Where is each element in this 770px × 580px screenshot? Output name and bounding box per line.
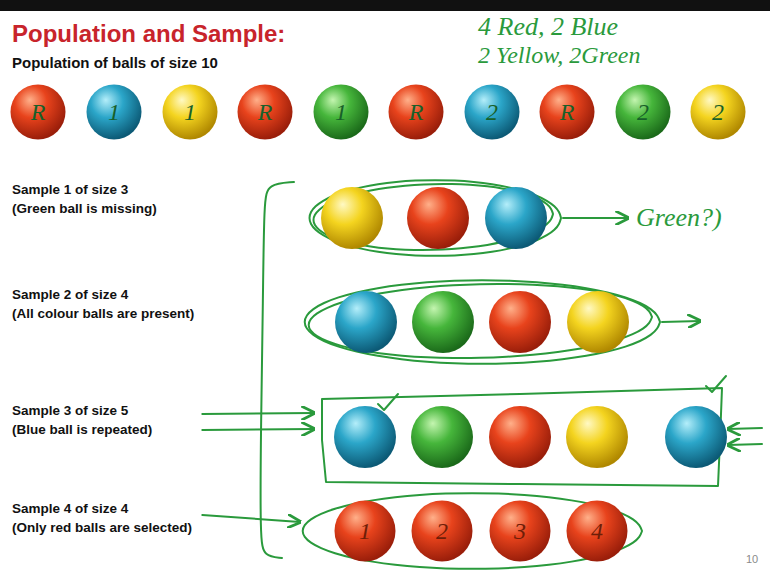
ball <box>334 406 396 468</box>
sample-outline <box>313 184 553 250</box>
ball-circle <box>389 85 444 140</box>
sample-outline <box>303 493 642 569</box>
ball-circle <box>567 501 628 562</box>
ball-circle <box>465 85 520 140</box>
ball <box>566 406 628 468</box>
sample-note: (Green ball is missing) <box>12 201 157 217</box>
ball <box>489 291 551 353</box>
ball <box>567 291 629 353</box>
ball-node: 2 <box>690 84 746 140</box>
ball-node: 1 <box>313 84 369 140</box>
sample-note: (All colour balls are present) <box>12 306 194 322</box>
arrow-line <box>728 428 762 429</box>
ball-node: R <box>237 84 293 140</box>
ball <box>411 406 473 468</box>
ball-label: R <box>31 100 46 124</box>
ball-node: 1 <box>334 500 396 562</box>
handwritten-note: 4 Red, 2 Blue <box>478 12 618 42</box>
ball-label: 1 <box>108 100 120 124</box>
sample-outline <box>305 280 660 364</box>
ball-node: 3 <box>489 500 551 562</box>
arrow-line <box>728 444 762 445</box>
sample-title: Sample 2 of size 4 <box>12 287 128 303</box>
ball-circle <box>11 85 66 140</box>
bracket <box>261 182 294 558</box>
ball-label: 1 <box>184 100 196 124</box>
ball-circle <box>335 501 396 562</box>
ball <box>407 187 469 249</box>
arrow-line <box>202 515 300 522</box>
ball-circle <box>691 85 746 140</box>
handwritten-note: 2 Yellow, 2Green <box>478 42 640 70</box>
ball <box>485 187 547 249</box>
ball-label: 2 <box>436 519 448 543</box>
sample-title: Sample 1 of size 3 <box>12 182 128 198</box>
ball <box>489 406 551 468</box>
ball-node: R <box>388 84 444 140</box>
ball-label: 1 <box>359 519 371 543</box>
ball-label: R <box>560 100 575 124</box>
ball-circle <box>87 85 142 140</box>
page-number: 10 <box>746 553 758 566</box>
ball-node: 2 <box>411 500 473 562</box>
sample-title: Sample 4 of size 4 <box>12 501 128 517</box>
sample-outline <box>309 284 652 358</box>
ball-label: 2 <box>637 100 649 124</box>
sample-note: (Only red balls are selected) <box>12 520 192 536</box>
ball-circle <box>163 85 218 140</box>
ball-circle <box>314 85 369 140</box>
slide-title: Population and Sample: <box>12 20 285 48</box>
ball-circle <box>412 501 473 562</box>
ball-circle <box>616 85 671 140</box>
ball-node: 1 <box>162 84 218 140</box>
ball-label: 4 <box>591 519 603 543</box>
top-bar <box>0 0 770 11</box>
ball-circle <box>238 85 293 140</box>
ball-circle <box>490 501 551 562</box>
ball-label: 2 <box>712 100 724 124</box>
arrow-line <box>202 429 314 430</box>
ball <box>412 291 474 353</box>
ball <box>335 291 397 353</box>
ball-node: 2 <box>464 84 520 140</box>
ball-label: 2 <box>486 100 498 124</box>
ball-node: 1 <box>86 84 142 140</box>
ball-node: 4 <box>566 500 628 562</box>
ball-label: 1 <box>335 100 347 124</box>
subtitle: Population of balls of size 10 <box>12 54 218 71</box>
ball-node: R <box>539 84 595 140</box>
ball-label: R <box>258 100 273 124</box>
ball-label: 3 <box>514 519 526 543</box>
ball-circle <box>540 85 595 140</box>
arrow-line <box>662 321 700 322</box>
ball-node: R <box>10 84 66 140</box>
ball-label: R <box>409 100 424 124</box>
sample-outline <box>322 388 722 486</box>
sample-title: Sample 3 of size 5 <box>12 403 128 419</box>
arrow-line <box>202 413 314 414</box>
ball <box>321 187 383 249</box>
sample-outline <box>310 180 561 256</box>
sample-note: (Blue ball is repeated) <box>12 422 152 438</box>
ball-node: 2 <box>615 84 671 140</box>
handwritten-note: Green?) <box>636 203 722 233</box>
hand-annotations <box>202 180 762 569</box>
arrow-line <box>563 217 628 219</box>
check-mark <box>706 376 726 392</box>
ball <box>665 406 727 468</box>
